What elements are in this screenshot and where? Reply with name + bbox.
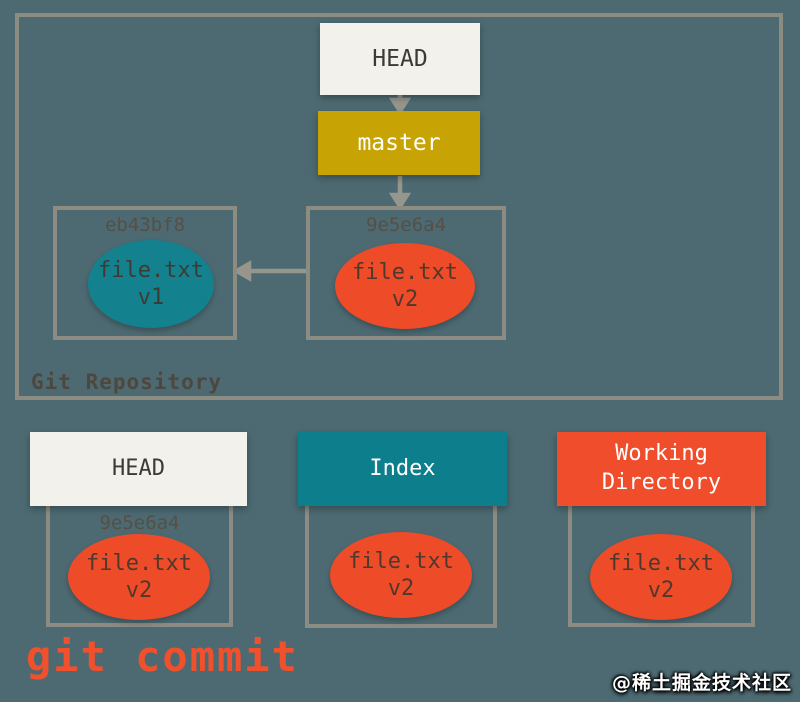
file-version: v2 xyxy=(647,578,675,603)
area-header-working-directory: Working Directory xyxy=(557,432,766,506)
watermark: @稀土掘金技术社区 xyxy=(611,672,792,694)
head-ref-label: HEAD xyxy=(372,46,428,72)
file-version: v2 xyxy=(125,578,153,603)
file-version: v2 xyxy=(391,287,419,312)
diagram-caption: git commit xyxy=(26,632,299,681)
file-version: v1 xyxy=(137,285,165,310)
git-repository-box: Git Repository xyxy=(15,13,783,400)
file-snapshot-v2: file.txt v2 xyxy=(68,534,210,620)
commit-hash: eb43bf8 xyxy=(104,214,186,236)
file-name: file.txt xyxy=(348,548,454,574)
file-version: v2 xyxy=(387,576,415,601)
area-title: Index xyxy=(369,455,436,481)
area-box-index: file.txt v2 xyxy=(305,498,497,628)
master-branch-box: master xyxy=(318,111,480,175)
area-box-working-directory: file.txt v2 xyxy=(568,498,755,627)
file-snapshot-v2: file.txt v2 xyxy=(335,243,475,329)
commit-box-9e5e6a4: 9e5e6a4 file.txt v2 xyxy=(306,206,506,340)
file-name: file.txt xyxy=(608,550,714,576)
area-header-index: Index xyxy=(298,432,507,506)
file-snapshot-v2: file.txt v2 xyxy=(590,534,732,620)
git-repository-label: Git Repository xyxy=(31,370,223,394)
file-snapshot-v2: file.txt v2 xyxy=(330,532,472,618)
head-ref-box: HEAD xyxy=(320,23,480,95)
area-commit-hash: 9e5e6a4 xyxy=(99,512,180,534)
file-snapshot-v1: file.txt v1 xyxy=(88,240,214,328)
area-title: HEAD xyxy=(112,455,165,481)
area-title: Working Directory xyxy=(601,441,722,495)
file-name: file.txt xyxy=(352,259,458,285)
commit-box-eb43bf8: eb43bf8 file.txt v1 xyxy=(53,206,237,340)
file-name: file.txt xyxy=(86,550,192,576)
master-branch-label: master xyxy=(357,130,441,156)
file-name: file.txt xyxy=(98,257,204,283)
area-box-head: 9e5e6a4 file.txt v2 xyxy=(46,498,233,627)
commit-hash: 9e5e6a4 xyxy=(365,214,447,236)
area-header-head: HEAD xyxy=(30,432,247,506)
